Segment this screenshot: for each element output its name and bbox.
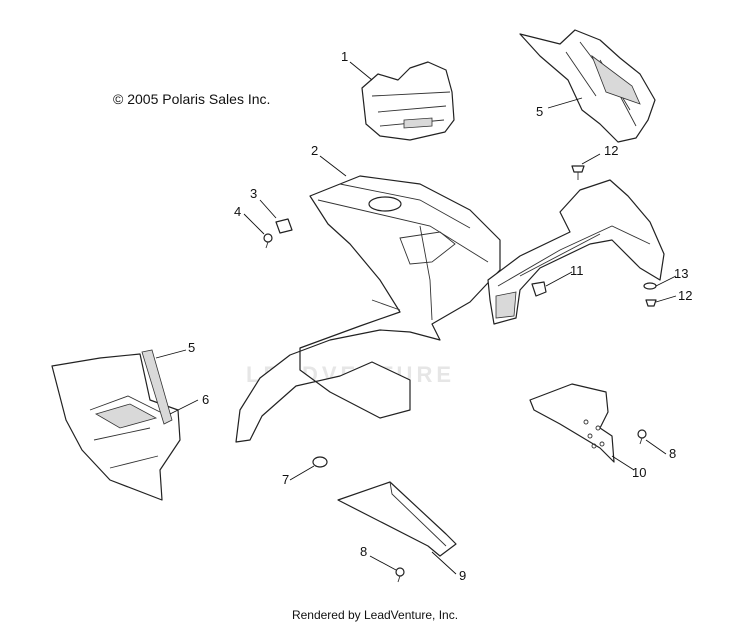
part-4-screw[interactable] (263, 233, 273, 249)
part-13-washer[interactable] (643, 282, 657, 290)
part-12-lower-fastener[interactable] (645, 299, 657, 307)
callout-9: 9 (459, 568, 467, 583)
footer-credit: Rendered by LeadVenture, Inc. (291, 608, 459, 622)
leader-lines (155, 61, 677, 575)
callout-12-top: 12 (604, 143, 619, 158)
part-5-side-trim-left[interactable] (141, 349, 173, 425)
part-10-mud-flap[interactable] (529, 383, 615, 463)
callout-12-right: 12 (678, 288, 693, 303)
callout-5-top: 5 (536, 104, 544, 119)
callout-5-left: 5 (188, 340, 196, 355)
part-11-push-rivet[interactable] (531, 281, 547, 297)
part-2-main-fender[interactable] (235, 175, 501, 443)
copyright-notice: © 2005 Polaris Sales Inc. (113, 91, 271, 107)
callout-2: 2 (311, 143, 319, 158)
part-5-side-panel-right[interactable] (519, 29, 656, 143)
part-3-clip[interactable] (275, 218, 293, 234)
part-6-side-panel-left[interactable] (51, 353, 181, 501)
part-8-screw-right[interactable] (637, 429, 647, 445)
part-12-top-fastener[interactable] (571, 165, 585, 180)
callout-7: 7 (282, 472, 290, 487)
part-rear-fender[interactable] (487, 179, 665, 325)
callout-8-bottom: 8 (360, 544, 368, 559)
callout-1: 1 (341, 49, 349, 64)
part-8-screw-bottom[interactable] (395, 567, 405, 583)
callout-10: 10 (632, 465, 647, 480)
callout-13: 13 (674, 266, 689, 281)
part-1-pod-cover[interactable] (361, 61, 455, 141)
part-9-bracket[interactable] (337, 481, 457, 557)
callout-11: 11 (570, 263, 584, 278)
callout-6: 6 (202, 392, 210, 407)
callout-8-right: 8 (669, 446, 677, 461)
part-7-grommet[interactable] (312, 456, 328, 468)
callout-3: 3 (250, 186, 258, 201)
callout-4: 4 (234, 204, 242, 219)
